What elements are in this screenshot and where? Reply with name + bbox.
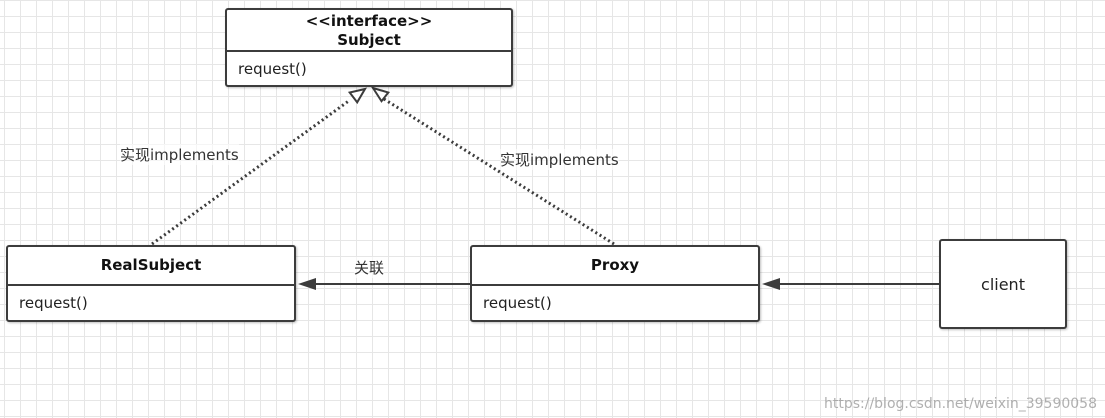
proxy-implements-label: 实现implements (500, 149, 619, 170)
proxy-class-box[interactable]: Proxy request() (470, 245, 760, 322)
association-label: 关联 (354, 257, 385, 278)
proxy-name: Proxy (472, 247, 758, 286)
realization-realsubject-to-subject (151, 87, 368, 246)
association-client-to-proxy (762, 278, 939, 290)
client-name: client (981, 274, 1025, 294)
realsubject-method: request() (19, 294, 88, 312)
association-proxy-to-realsubject (298, 278, 470, 290)
realsubject-implements-label: 实现implements (120, 144, 239, 165)
subject-name: Subject (337, 31, 401, 49)
watermark-text: https://blog.csdn.net/weixin_39590058 (823, 396, 1097, 412)
realsubject-class-box[interactable]: RealSubject request() (6, 245, 296, 322)
realsubject-name: RealSubject (8, 247, 294, 286)
subject-interface-box[interactable]: <<interface>> Subject request() (225, 8, 513, 87)
subject-method: request() (238, 60, 307, 78)
subject-header: <<interface>> Subject (227, 10, 511, 52)
proxy-method: request() (483, 294, 552, 312)
subject-stereotype: <<interface>> (305, 12, 433, 30)
client-box[interactable]: client (939, 239, 1067, 329)
